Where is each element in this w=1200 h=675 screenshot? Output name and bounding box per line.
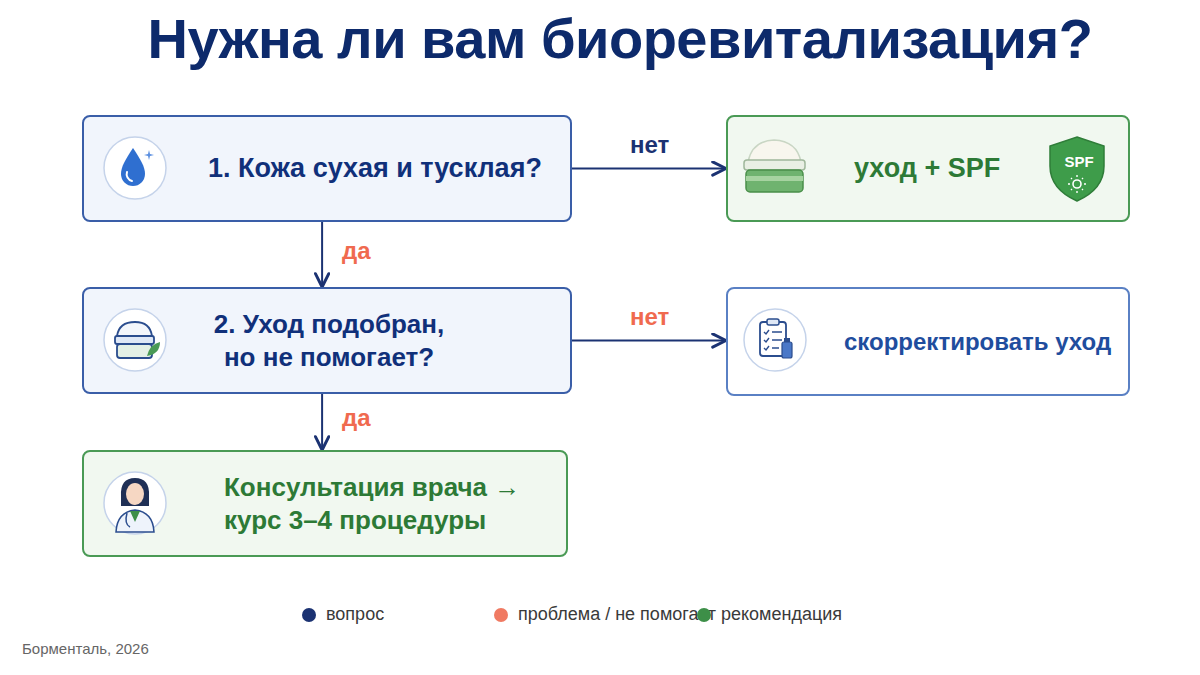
diagram-title: Нужна ли вам биоревитализация? bbox=[40, 6, 1200, 71]
edge-label: нет bbox=[630, 303, 669, 331]
node-text: 2. Уход подобран, но не помогает? bbox=[204, 308, 454, 373]
node-text: 1. Кожа сухая и тусклая? bbox=[208, 152, 568, 186]
node-text: Консультация врача → курс 3–4 процедуры bbox=[224, 471, 554, 536]
flow-arrow bbox=[572, 340, 726, 342]
legend-swatch bbox=[494, 608, 508, 622]
flow-arrow bbox=[321, 394, 323, 450]
legend-swatch bbox=[697, 608, 711, 622]
doctor-icon bbox=[104, 472, 166, 534]
cream-jar-icon bbox=[104, 309, 166, 371]
legend-text: вопрос bbox=[326, 604, 384, 625]
flow-arrow bbox=[321, 222, 323, 287]
edge-label: да bbox=[342, 237, 371, 265]
edge-label: нет bbox=[630, 131, 669, 159]
flow-arrow bbox=[572, 168, 726, 170]
node-text: уход + SPF bbox=[854, 152, 1054, 186]
node-text: скорректировать уход bbox=[844, 327, 1126, 357]
clipboard-icon bbox=[744, 309, 806, 371]
legend-swatch bbox=[302, 608, 316, 622]
drop-icon bbox=[104, 137, 166, 199]
legend-text: рекомендация bbox=[721, 604, 842, 625]
source-note: Борменталь, 2026 bbox=[22, 640, 149, 657]
shield-text: SPF bbox=[1054, 153, 1104, 172]
legend-text: проблема / не помогает bbox=[518, 604, 716, 625]
edge-label: да bbox=[342, 404, 371, 432]
